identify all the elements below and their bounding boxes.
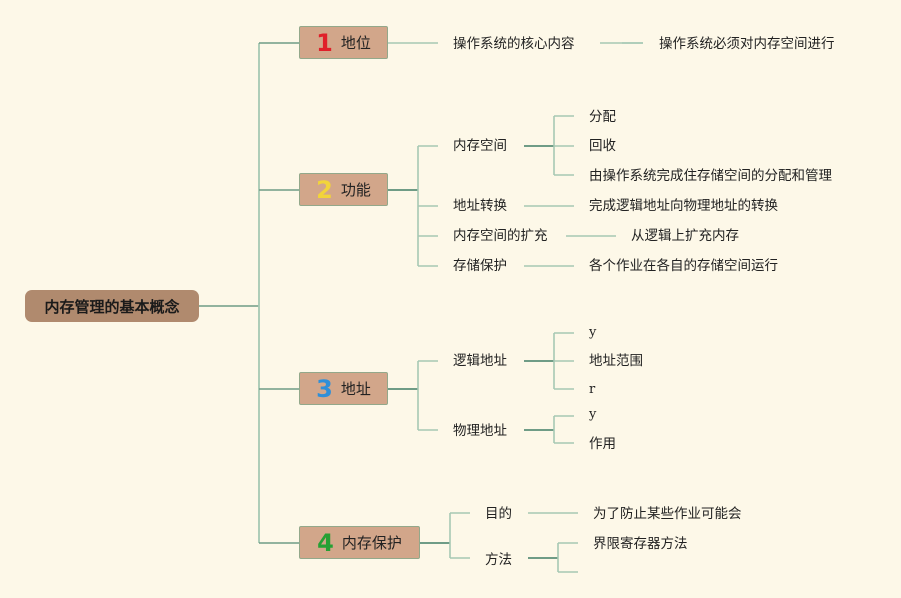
subtopic-address-translation[interactable]: 地址转换 — [453, 198, 507, 214]
leaf-node[interactable]: 地址范围 — [589, 353, 643, 369]
subtopic-memory-expansion[interactable]: 内存空间的扩充 — [453, 228, 548, 244]
subtopic-method[interactable]: 方法 — [485, 552, 512, 568]
root-topic[interactable]: 内存管理的基本概念 — [25, 290, 199, 322]
subtopic-storage-protection[interactable]: 存储保护 — [453, 258, 507, 274]
topic-position[interactable]: 1 地位 — [299, 26, 388, 59]
leaf-node[interactable]: 从逻辑上扩充内存 — [631, 228, 739, 244]
topic-function[interactable]: 2 功能 — [299, 173, 388, 206]
leaf-node[interactable]: 为了防止某些作业可能会 — [593, 506, 742, 522]
number-3-icon: 3 — [316, 374, 333, 403]
subtopic-logical-address[interactable]: 逻辑地址 — [453, 353, 507, 369]
topic-address[interactable]: 3 地址 — [299, 372, 388, 405]
subtopic-purpose[interactable]: 目的 — [485, 506, 512, 522]
leaf-node[interactable]: 各个作业在各自的存储空间运行 — [589, 258, 778, 274]
topic-label: 地址 — [340, 380, 371, 398]
leaf-node[interactable]: r — [589, 382, 596, 397]
leaf-node[interactable]: y — [589, 325, 597, 340]
root-label: 内存管理的基本概念 — [44, 297, 180, 316]
leaf-node[interactable]: 由操作系统完成住存储空间的分配和管理 — [589, 168, 832, 184]
topic-label: 功能 — [340, 181, 371, 199]
leaf-node[interactable]: 作用 — [589, 436, 616, 452]
number-1-icon: 1 — [316, 28, 333, 57]
topic-memory-protection[interactable]: 4 内存保护 — [299, 526, 420, 559]
subtopic-core-content[interactable]: 操作系统的核心内容 — [453, 36, 575, 52]
number-2-icon: 2 — [316, 175, 333, 204]
number-4-icon: 4 — [317, 528, 334, 557]
leaf-node[interactable]: 分配 — [589, 109, 616, 125]
leaf-node[interactable]: 回收 — [589, 138, 616, 154]
leaf-node[interactable]: 完成逻辑地址向物理地址的转换 — [589, 198, 778, 214]
leaf-node[interactable]: 操作系统必须对内存空间进行 — [659, 36, 835, 52]
subtopic-physical-address[interactable]: 物理地址 — [453, 423, 507, 439]
leaf-node[interactable]: y — [589, 407, 597, 422]
topic-label: 地位 — [340, 34, 371, 52]
topic-label: 内存保护 — [341, 534, 402, 552]
subtopic-memory-space[interactable]: 内存空间 — [453, 138, 507, 154]
leaf-node[interactable]: 界限寄存器方法 — [593, 536, 688, 552]
